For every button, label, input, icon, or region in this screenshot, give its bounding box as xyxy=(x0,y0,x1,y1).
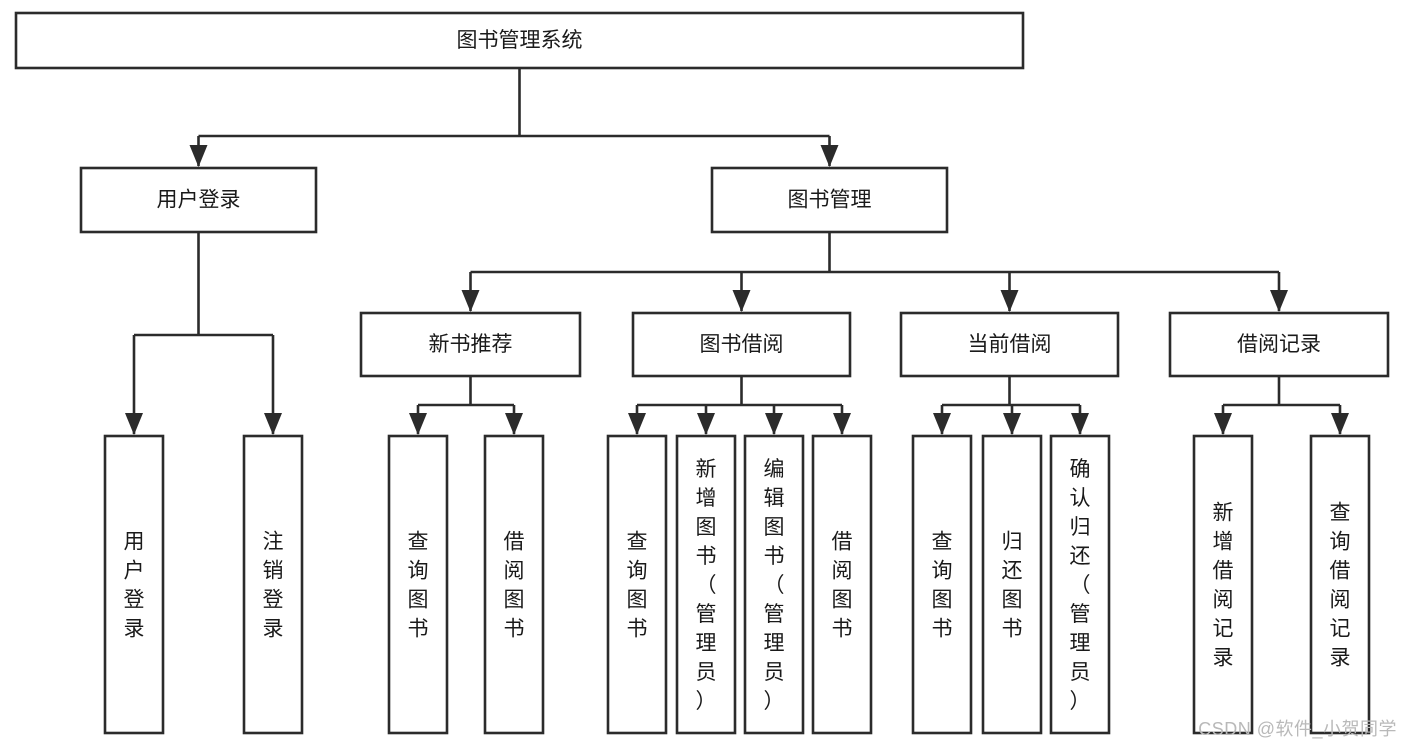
leaf-node-11-新增借阅记录[interactable]: 新增借阅记录 xyxy=(1192,434,1254,735)
node-图书管理系统-root[interactable]: 图书管理系统 xyxy=(14,11,1025,70)
arrow-head-icon xyxy=(1331,413,1349,435)
node-label: 图书管理系统 xyxy=(457,29,583,52)
node-用户登录[interactable]: 用户登录 xyxy=(79,166,318,234)
arrow-head-icon xyxy=(820,145,839,167)
node-label: 用户登录 xyxy=(157,189,241,212)
node-label: 用户登录 xyxy=(124,531,145,641)
arrow-head-icon xyxy=(933,413,951,435)
node-label: 查询图书 xyxy=(408,531,429,641)
leaf-node-10-确认归还管理员[interactable]: 确认归还（管理员） xyxy=(1049,434,1111,735)
arrow-head-icon xyxy=(732,290,751,312)
leaf-node-9-归还图书[interactable]: 归还图书 xyxy=(981,434,1043,735)
arrow-head-icon xyxy=(125,413,143,435)
node-layer: 图书管理系统用户登录图书管理新书推荐图书借阅当前借阅借阅记录用户登录注销登录查询… xyxy=(14,11,1390,735)
node-label: 新书推荐 xyxy=(429,333,513,356)
node-当前借阅[interactable]: 当前借阅 xyxy=(899,311,1120,378)
arrow-head-icon xyxy=(1270,290,1288,312)
arrow-head-icon xyxy=(1003,413,1021,435)
node-label: 图书管理 xyxy=(788,189,872,212)
arrow-head-icon xyxy=(505,413,523,435)
node-label: 当前借阅 xyxy=(968,333,1052,356)
leaf-node-7-借阅图书[interactable]: 借阅图书 xyxy=(811,434,873,735)
node-label: 借阅图书 xyxy=(832,531,853,641)
arrow-head-icon xyxy=(1214,413,1232,435)
node-label: 新增图书（管理员） xyxy=(696,458,717,713)
node-label: 查询借阅记录 xyxy=(1330,502,1351,670)
leaf-node-5-新增图书管理员[interactable]: 新增图书（管理员） xyxy=(675,434,737,735)
node-label: 查询图书 xyxy=(627,531,648,641)
arrow-head-icon xyxy=(1000,290,1019,312)
leaf-node-2-查询图书[interactable]: 查询图书 xyxy=(387,434,449,735)
arrow-head-icon xyxy=(697,413,715,435)
arrow-head-icon xyxy=(189,145,208,167)
arrow-head-icon xyxy=(833,413,851,435)
arrow-head-icon xyxy=(628,413,646,435)
node-label: 归还图书 xyxy=(1002,531,1023,641)
leaf-node-1-注销登录[interactable]: 注销登录 xyxy=(242,434,304,735)
node-图书借阅[interactable]: 图书借阅 xyxy=(631,311,852,378)
node-新书推荐[interactable]: 新书推荐 xyxy=(359,311,582,378)
arrow-head-icon xyxy=(264,413,282,435)
node-label: 借阅图书 xyxy=(504,531,525,641)
leaf-node-6-编辑图书管理员[interactable]: 编辑图书（管理员） xyxy=(743,434,805,735)
leaf-node-12-查询借阅记录[interactable]: 查询借阅记录 xyxy=(1309,434,1371,735)
node-label: 确认归还（管理员） xyxy=(1070,458,1091,713)
node-label: 新增借阅记录 xyxy=(1213,502,1234,670)
node-label: 注销登录 xyxy=(263,531,284,641)
node-label: 图书借阅 xyxy=(700,333,784,356)
node-label: 编辑图书（管理员） xyxy=(764,458,785,713)
node-label: 借阅记录 xyxy=(1237,333,1321,356)
arrow-head-icon xyxy=(409,413,427,435)
leaf-node-4-查询图书[interactable]: 查询图书 xyxy=(606,434,668,735)
connector-layer xyxy=(125,68,1349,435)
node-图书管理[interactable]: 图书管理 xyxy=(710,166,949,234)
leaf-node-0-用户登录[interactable]: 用户登录 xyxy=(103,434,165,735)
node-借阅记录[interactable]: 借阅记录 xyxy=(1168,311,1390,378)
arrow-head-icon xyxy=(765,413,783,435)
leaf-node-8-查询图书[interactable]: 查询图书 xyxy=(911,434,973,735)
arrow-head-icon xyxy=(461,290,480,312)
node-label: 查询图书 xyxy=(932,531,953,641)
leaf-node-3-借阅图书[interactable]: 借阅图书 xyxy=(483,434,545,735)
arrow-head-icon xyxy=(1071,413,1089,435)
